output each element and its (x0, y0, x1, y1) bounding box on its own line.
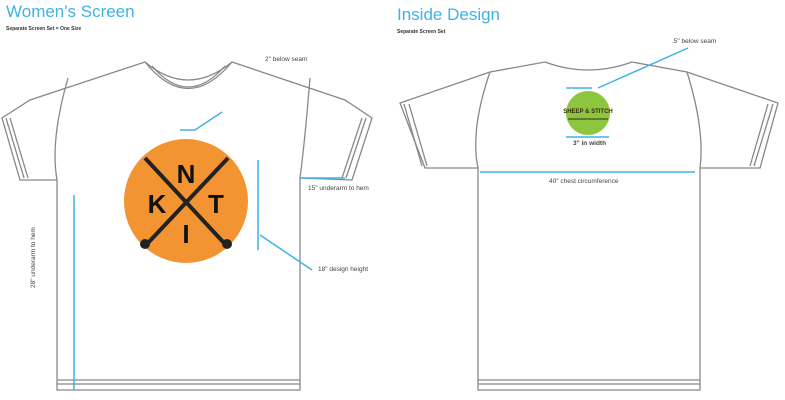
measure-lines (73, 47, 695, 390)
back-subtitle: Separate Screen Set (397, 29, 446, 35)
label-underarm-to-hem-long: 28" underarm to hem (30, 227, 37, 288)
logo-letter-k: K (148, 189, 167, 219)
logo-letter-n: N (177, 159, 196, 189)
front-shirt-outline (1, 61, 373, 391)
label-below-seam-front: 2" below seam (265, 56, 308, 63)
label-chest: 40" chest circumference (549, 178, 619, 185)
label-width: 3" in width (573, 140, 607, 147)
logo-letter-t: T (208, 189, 224, 219)
front-title: Women's Screen (6, 2, 135, 21)
logo-text: SHEEP & STITCH (563, 109, 613, 115)
label-below-seam-back: .5" below seam (672, 38, 717, 45)
label-design-height: 18" design height (318, 266, 369, 273)
knit-logo: N K T I (124, 139, 248, 263)
label-underarm-to-hem: 15" underarm to hem (308, 185, 369, 192)
back-shirt-outline (399, 61, 779, 391)
back-title: Inside Design (397, 5, 501, 24)
front-subtitle: Separate Screen Set = One Size (6, 26, 82, 32)
sheep-stitch-logo: SHEEP & STITCH (563, 91, 613, 135)
logo-letter-i: I (182, 219, 189, 249)
